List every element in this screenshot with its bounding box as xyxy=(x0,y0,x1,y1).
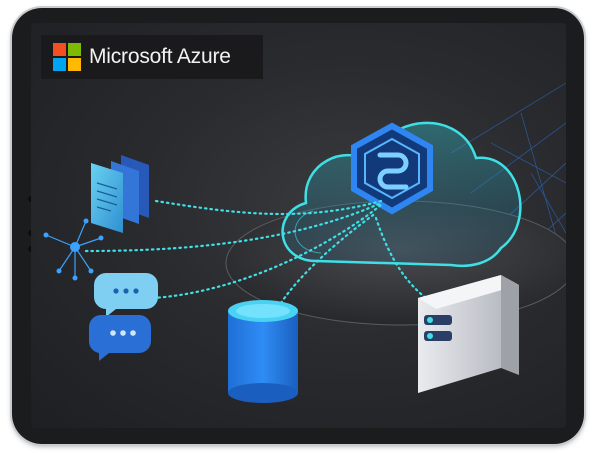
server-tower-icon xyxy=(418,275,519,393)
logo-square-yellow xyxy=(68,58,81,71)
database-cylinder-icon xyxy=(228,300,298,403)
tablet-screen: Microsoft Azure xyxy=(31,23,566,428)
message-bubble-icon xyxy=(88,315,151,361)
brand-name: Microsoft Azure xyxy=(89,45,231,68)
logo-square-blue xyxy=(53,58,66,71)
network-node-icon xyxy=(43,218,104,281)
hexagon-logo-icon xyxy=(351,122,433,215)
azure-illustration xyxy=(43,82,566,403)
azure-banner: Microsoft Azure xyxy=(41,35,263,79)
document-stack-icon xyxy=(91,155,149,233)
chat-bubble-icon xyxy=(94,273,158,317)
microsoft-logo-icon xyxy=(53,43,81,71)
logo-square-red xyxy=(53,43,66,56)
logo-square-green xyxy=(68,43,81,56)
